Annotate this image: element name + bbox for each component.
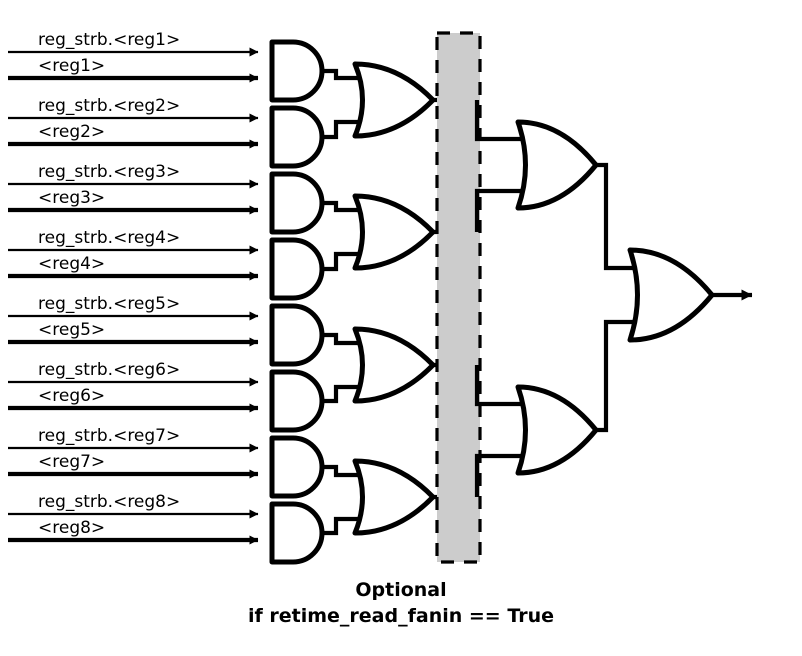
wire-or2-2-to-or3	[594, 319, 634, 433]
wire-retime-to-or2-1-b	[474, 188, 522, 232]
wire-and1-to-or1	[321, 68, 359, 81]
or-gate-1	[352, 61, 436, 139]
wire-and6-to-or3	[321, 384, 359, 404]
and-gate-4	[269, 237, 325, 301]
or-gate-level1-group	[352, 61, 436, 536]
and-gate-8	[269, 501, 325, 565]
wire-and4-to-or2	[321, 251, 359, 272]
or-gate-3	[352, 326, 436, 404]
label-data-1: <reg1>	[38, 56, 106, 76]
retime-register-block	[435, 31, 482, 564]
label-strobe-6: reg_strb.<reg6>	[38, 360, 181, 380]
wire-and5-to-or3	[321, 332, 359, 346]
input-wire-group	[8, 47, 259, 545]
wire-and8-to-or4	[321, 516, 359, 536]
or2-to-or3-wire-group	[594, 162, 634, 433]
label-strobe-7: reg_strb.<reg7>	[38, 426, 181, 446]
and-gate-1	[269, 39, 325, 103]
label-strobe-5: reg_strb.<reg5>	[38, 294, 181, 314]
wire-retime-to-or2-1-a	[474, 100, 522, 142]
label-data-6: <reg6>	[38, 386, 106, 406]
or-gate-2	[352, 193, 436, 271]
label-data-4: <reg4>	[38, 254, 106, 274]
label-data-7: <reg7>	[38, 452, 106, 472]
and-gate-group	[269, 39, 325, 565]
and-gate-3	[269, 171, 325, 235]
or-gate-1	[515, 119, 599, 211]
or-gate-1	[627, 247, 715, 343]
label-strobe-3: reg_strb.<reg3>	[38, 162, 181, 182]
label-strobe-2: reg_strb.<reg2>	[38, 96, 181, 116]
caption-line-1: Optional	[355, 579, 447, 601]
wire-retime-to-or2-2-b	[474, 453, 522, 497]
label-strobe-4: reg_strb.<reg4>	[38, 228, 181, 248]
wire-or2-1-to-or3	[594, 162, 634, 271]
wire-and3-to-or2	[321, 200, 359, 213]
or-gate-2	[515, 384, 599, 476]
caption-line-2: if retime_read_fanin == True	[248, 604, 554, 627]
label-data-8: <reg8>	[38, 518, 106, 538]
optional-caption: Optional if retime_read_fanin == True	[0, 578, 802, 629]
or1-to-or2-wire-group	[474, 100, 522, 497]
label-strobe-8: reg_strb.<reg8>	[38, 492, 181, 512]
and-to-or-wire-group	[321, 68, 441, 536]
label-strobe-1: reg_strb.<reg1>	[38, 30, 181, 50]
or-gate-level3-group	[627, 247, 715, 343]
label-data-5: <reg5>	[38, 320, 106, 340]
wire-and2-to-or1	[321, 119, 359, 140]
and-gate-5	[269, 303, 325, 367]
and-gate-7	[269, 435, 325, 499]
and-gate-6	[269, 369, 325, 433]
or-gate-4	[352, 458, 436, 536]
and-gate-2	[269, 105, 325, 169]
label-data-3: <reg3>	[38, 188, 106, 208]
wire-and7-to-or4	[321, 464, 359, 478]
wire-retime-to-or2-2-a	[474, 365, 522, 407]
or-gate-level2-group	[515, 119, 599, 476]
label-data-2: <reg2>	[38, 122, 106, 142]
